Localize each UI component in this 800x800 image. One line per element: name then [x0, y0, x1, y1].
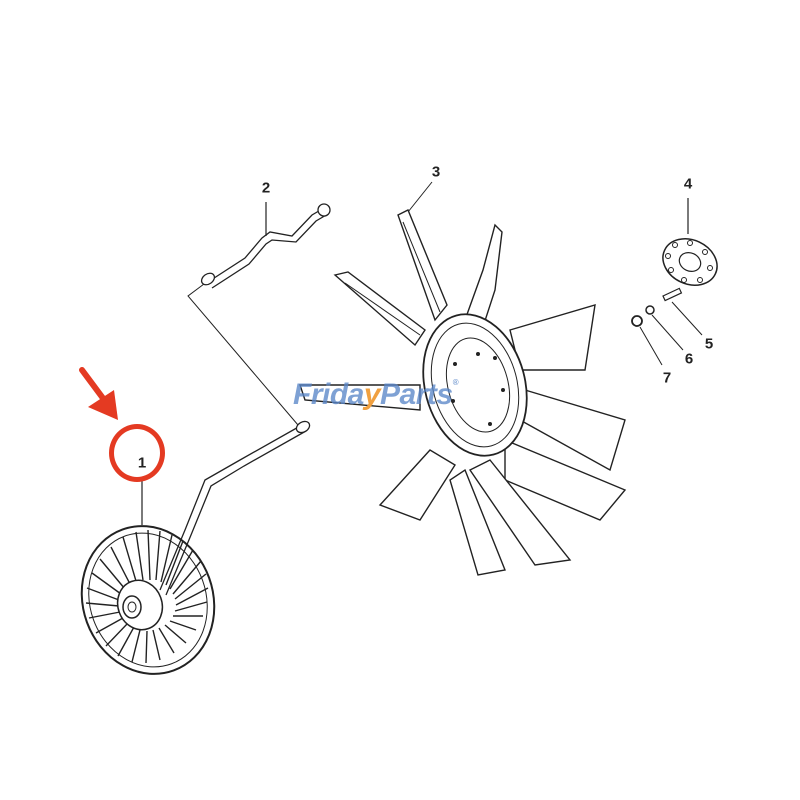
part-3-fan-blade [299, 181, 627, 576]
watermark-text-pre: Frida [293, 378, 364, 411]
callout-7[interactable]: 7 [662, 369, 672, 387]
part-2-tube [159, 202, 331, 596]
callout-3[interactable]: 3 [431, 163, 441, 181]
part-6-washer [645, 305, 684, 351]
part-7-nut [631, 315, 663, 366]
part-5-bolt [662, 287, 703, 336]
watermark-text-post: Parts [380, 378, 453, 411]
part-4-spacer-plate [662, 198, 718, 286]
callout-5[interactable]: 5 [704, 335, 714, 353]
callout-2[interactable]: 2 [261, 179, 271, 197]
part-1-fan-clutch [80, 478, 216, 675]
highlight-circle [109, 424, 165, 482]
callout-4[interactable]: 4 [683, 175, 693, 193]
watermark-text-mid: y [363, 378, 381, 411]
callout-1[interactable]: 1 [137, 454, 147, 472]
watermark-logo: FridayParts® [293, 378, 459, 412]
registered-mark: ® [452, 378, 459, 387]
callout-6[interactable]: 6 [684, 350, 694, 368]
highlight-arrow-icon [79, 367, 118, 420]
